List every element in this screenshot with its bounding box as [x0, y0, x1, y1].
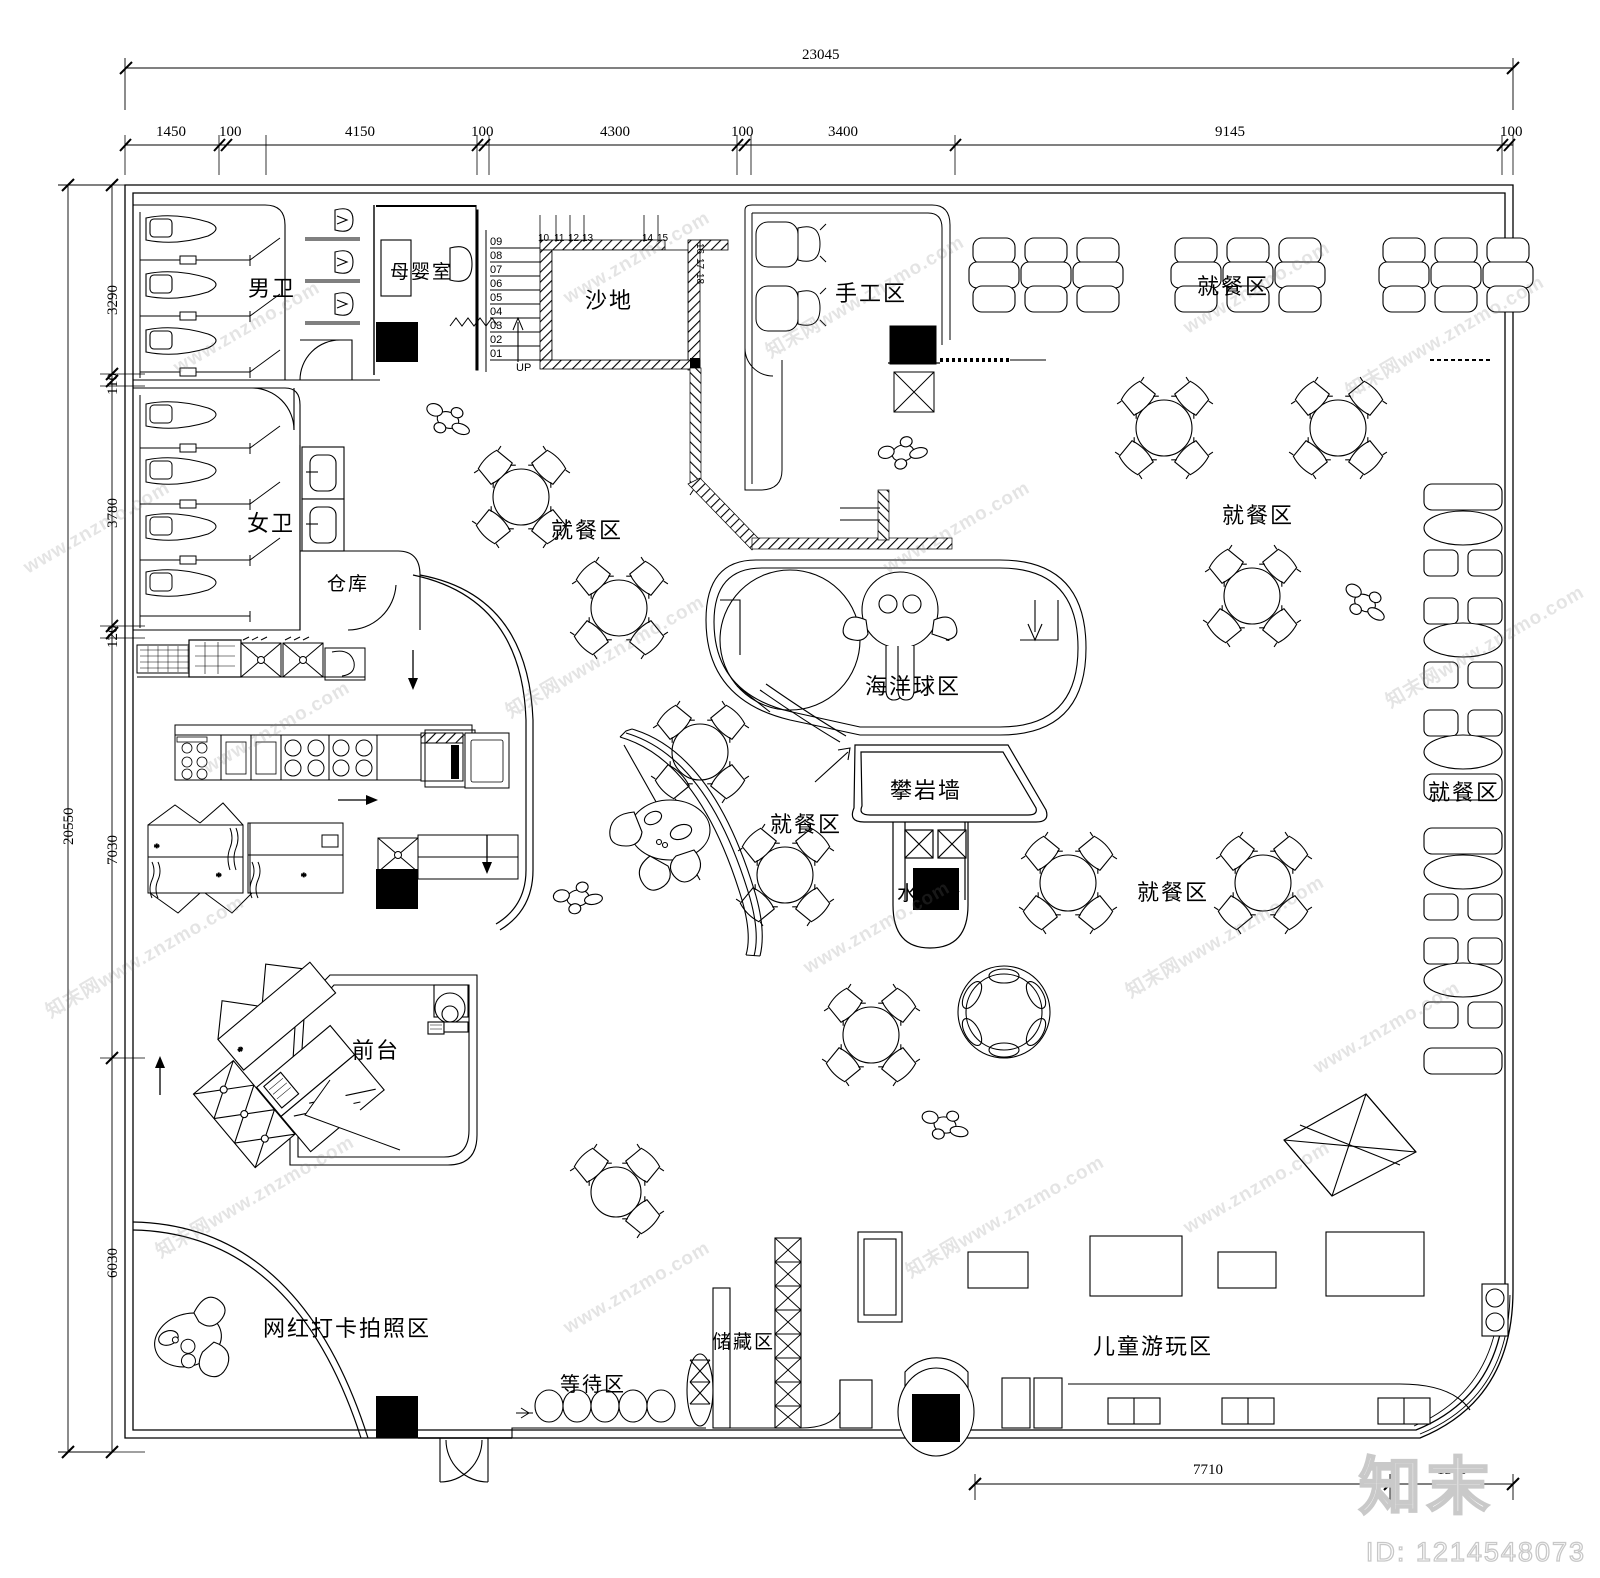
- hatch-block-3: [913, 868, 959, 910]
- room-label-handicraft: 手工区: [835, 281, 908, 306]
- room-label-womens-wc: 女卫: [247, 511, 296, 536]
- svg-text:*: *: [301, 871, 307, 883]
- stair-tread-07: 07: [490, 264, 503, 276]
- stair-tread-01: 01: [490, 348, 503, 360]
- dim-left-6: 6030: [105, 1248, 121, 1278]
- stair-tread-13: 13: [582, 233, 594, 244]
- stair-tread-16: 16: [694, 243, 705, 255]
- stair-tread-12: 12: [568, 233, 580, 244]
- dim-left-1: 3290: [105, 285, 121, 315]
- stair-tread-10: 10: [538, 233, 550, 244]
- stair-tread-04: 04: [490, 306, 503, 318]
- dim-top-6: 100: [731, 124, 754, 140]
- hatch-block-1: [376, 322, 418, 362]
- stair-tread-02: 02: [490, 334, 503, 346]
- dim-top-7: 3400: [828, 124, 858, 140]
- room-label-reception: 前台: [352, 1038, 401, 1063]
- dim-top-9: 100: [1500, 124, 1523, 140]
- stair-tread-09: 09: [490, 236, 503, 248]
- dining-label-center: 就餐区: [770, 812, 843, 837]
- hatch-block-4: [376, 1396, 418, 1438]
- hatch-block-2: [376, 869, 418, 909]
- room-label-mens-wc: 男卫: [248, 276, 297, 301]
- stair-tread-15: 15: [657, 233, 669, 244]
- toilet-block: [133, 204, 380, 631]
- stair-tread-14: 14: [642, 233, 654, 244]
- toy-figures: [154, 397, 1394, 1378]
- decor-diamond: [1283, 1093, 1417, 1197]
- dim-left-2: 110: [105, 373, 121, 395]
- dim-overall-height: 20550: [61, 807, 77, 846]
- dining-label-lower-right: 就餐区: [1137, 880, 1210, 905]
- hatch-block-5: [912, 1394, 960, 1442]
- dim-left-3: 3780: [105, 498, 121, 528]
- dim-top-2: 100: [219, 124, 242, 140]
- room-label-ocean-ball: 海洋球区: [865, 674, 962, 699]
- mother-baby-room: [376, 204, 477, 370]
- room-label-photo-zone: 网红打卡拍照区: [263, 1316, 432, 1341]
- drawing-id-watermark: ID: 1214548073: [1365, 1536, 1586, 1567]
- stair: [449, 215, 729, 372]
- room-label-sand-pit: 沙地: [585, 288, 634, 313]
- dim-left-4: 120: [105, 625, 121, 649]
- photo-zone-shape: [132, 1221, 369, 1439]
- stair-tread-11: 11: [554, 233, 565, 244]
- dim-top-5: 4300: [600, 124, 630, 140]
- round-table-sets: [470, 375, 1389, 1240]
- room-label-slide-platform: 水滑台: [897, 883, 963, 905]
- svg-text:*: *: [216, 871, 222, 883]
- room-label-waiting-area: 等待区: [560, 1374, 626, 1396]
- dining-label-top-right: 就餐区: [1197, 274, 1270, 299]
- ocean-ball-area: [705, 559, 1087, 783]
- dim-top-3: 4150: [345, 124, 375, 140]
- svg-text:*: *: [154, 842, 160, 854]
- dim-left-5: 7030: [105, 835, 121, 865]
- interior-partitions: [687, 204, 1046, 551]
- stair-tread-18: 18: [694, 273, 705, 285]
- room-label-storage-room: 仓库: [327, 574, 370, 595]
- stair-tread-06: 06: [490, 278, 503, 290]
- climbing-wall-shape: [851, 744, 1048, 949]
- dim-overall-width: 23045: [802, 47, 840, 63]
- curved-slide: [609, 728, 763, 957]
- reception-desk: *: [192, 961, 478, 1169]
- storage-room-shape: [299, 445, 421, 631]
- dimension-lines: [58, 58, 1520, 1500]
- site-logo-watermark: 知末: [1358, 1452, 1495, 1523]
- room-label-kids-play: 儿童游玩区: [1093, 1334, 1214, 1359]
- dining-label-right-mid: 就餐区: [1222, 503, 1295, 528]
- entry-door: [418, 1437, 512, 1483]
- dim-bottom-1: 7710: [1193, 1462, 1223, 1478]
- dim-top-4: 100: [471, 124, 494, 140]
- dining-label-right-booth: 就餐区: [1428, 780, 1501, 805]
- room-label-mother-baby: 母婴室: [390, 262, 454, 283]
- booth-tables-right: [1423, 483, 1503, 1075]
- kitchen-partition: [412, 574, 534, 931]
- room-label-storage-zone: 储藏区: [712, 1332, 776, 1353]
- kitchen-equipment: * * *: [136, 636, 519, 1095]
- stair-tread-05: 05: [490, 292, 503, 304]
- dim-bottom-2: 1300: [1437, 1462, 1467, 1478]
- dining-label-left: 就餐区: [551, 518, 624, 543]
- stair-up-label: UP: [516, 362, 532, 374]
- storage-shelving: [712, 1237, 841, 1429]
- waiting-area-shape: [511, 1353, 714, 1438]
- room-label-climbing-wall: 攀岩墙: [890, 778, 963, 803]
- ring-seating: [957, 965, 1051, 1059]
- dim-top-1: 1450: [156, 124, 186, 140]
- dim-top-8: 9145: [1215, 124, 1245, 140]
- stair-tread-03: 03: [490, 320, 503, 332]
- stair-tread-17: 17: [694, 258, 705, 270]
- stair-tread-08: 08: [490, 250, 503, 262]
